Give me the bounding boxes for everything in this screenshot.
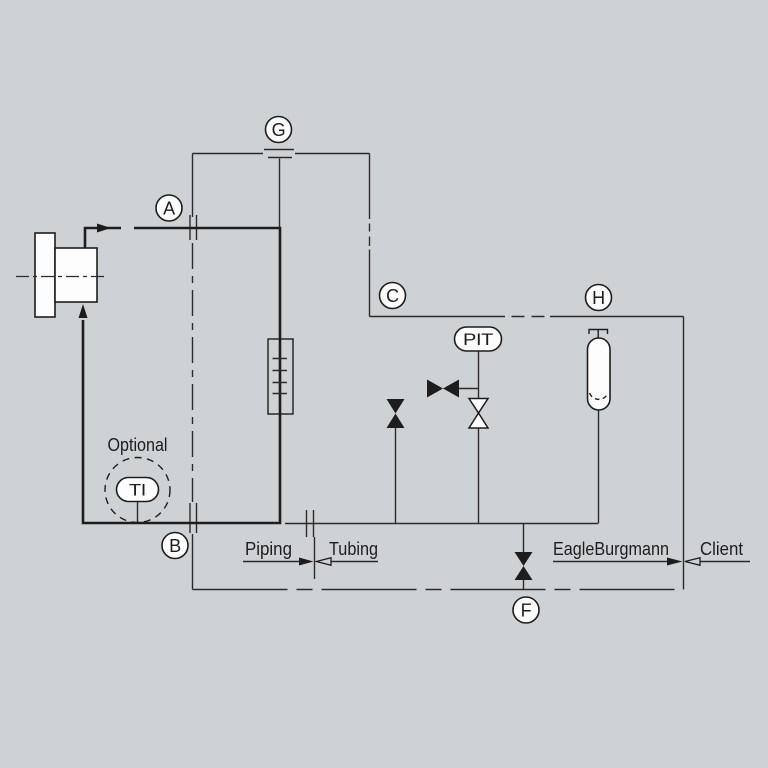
marker-letter-g: G [272,120,286,140]
connection-markers: A B C F G H [155,115,613,624]
supplier-client-annotation: EagleBurgmann Client [553,539,750,567]
pit-isolation-valve [467,397,490,429]
marker-circle-b [161,531,189,560]
marker-circle-g [264,115,293,144]
interface-break-b [189,503,198,533]
valves [386,379,533,580]
accumulator-vessel [586,337,611,411]
pit-instrument: PIT [453,326,503,352]
connection-marker-h: H [584,283,613,312]
marker-circle-a [155,194,183,222]
marker-letter-h: H [592,288,605,308]
ti-instrument: TI Optional [104,435,171,524]
piping-arrow [299,557,314,566]
barrier-loop-piping [81,226,282,525]
fill-valve [514,552,533,580]
flow-meter [267,338,294,415]
ti-tag [115,476,160,503]
flow-meter-scale [272,357,287,395]
tubing-lines [136,158,600,590]
connection-marker-g: G [264,115,293,144]
client-label: Client [700,539,743,559]
pump-flange [34,232,56,318]
piping-label: Piping [245,539,292,559]
marker-circle-c [378,281,407,310]
pit-tag-label: PIT [463,331,493,349]
flow-meter-body [267,338,294,415]
ti-tag-label: TI [129,482,146,500]
marker-circle-f [512,596,540,624]
connection-marker-a: A [155,194,183,222]
connection-marker-b: B [161,531,189,560]
marker-letter-a: A [163,199,175,219]
ti-optional-circle [104,456,171,524]
eagleburgmann-label: EagleBurgmann [553,539,669,559]
connection-marker-c: C [378,281,407,310]
interface-break-g [264,148,294,159]
barrier-piping [78,223,282,525]
piping-tubing-annotation: Piping Tubing [243,537,378,579]
tubing-label: Tubing [329,539,378,559]
accumulator-bladder [588,392,609,401]
flow-arrow-up [78,304,88,318]
supplier-arrow [667,557,683,566]
pump-housing [54,247,98,303]
connection-marker-f: F [512,596,540,624]
scope-boundary [191,152,685,591]
pit-tag [453,326,503,352]
optional-label: Optional [108,435,168,455]
accumulator [586,328,611,411]
marker-letter-f: F [521,601,532,621]
hand-valve [427,379,459,398]
accumulator-charge-port [588,328,609,338]
pump-seal [16,232,106,318]
marker-letter-b: B [169,536,181,556]
shutoff-valve-left [386,399,405,428]
marker-letter-c: C [386,286,399,306]
flow-arrow-right [97,223,111,233]
marker-circle-h [584,283,613,312]
